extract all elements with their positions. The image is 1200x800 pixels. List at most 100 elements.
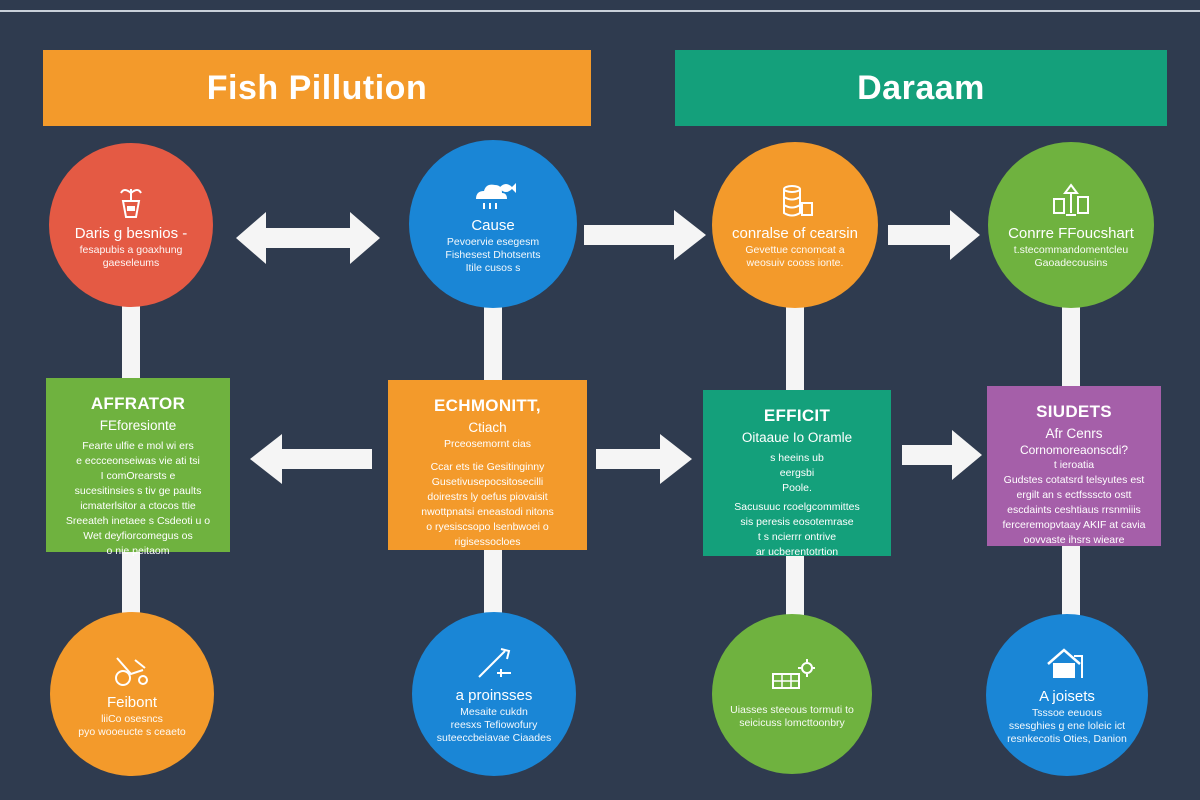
solar-panel-icon — [772, 659, 815, 689]
connector-line — [786, 305, 804, 390]
affrator-box: AFFRATOR FEforesionte Fearte ulfie e mol… — [46, 378, 230, 557]
siudets-box: SIUDETS Afr Cenrs Cornomoreaonscdi? t ie… — [987, 386, 1161, 546]
box-text: o nie peitaom — [106, 545, 170, 557]
circle-title: Daris ɡ besnios - — [74, 224, 188, 242]
solution-circle-4: A joisets Tsssoe eeuous ssesghies g ene … — [986, 614, 1148, 776]
circle-text: seicicuss lomcttoonbry — [739, 717, 845, 729]
box-text: ar ucberentotrtion — [755, 546, 839, 558]
connector-line — [1062, 305, 1080, 390]
circle-text: weosuiv cooss ionte. — [746, 256, 844, 269]
fishing-rod-icon — [478, 648, 511, 678]
box-text: ergilt an s ectfssscto ostt — [1016, 489, 1132, 501]
box-text: e eccceonseiwas vie ati tsi — [76, 455, 200, 467]
circle-text: Fishesest Dhotsents — [445, 249, 541, 261]
circle-text: resnkecotis Oties, Danion — [1007, 733, 1127, 745]
circle-text: liiCo osesncs — [101, 712, 163, 725]
box-text: Gudstes cotatsrd telsyutes est — [1003, 474, 1145, 486]
coin-stack-icon — [783, 184, 813, 216]
circle-text: Gevettue ccnomcat a — [745, 243, 845, 256]
box-text: o ryesiscsopo lsenbwoei o — [426, 521, 549, 533]
box-text: icmaterlsitor a ctocos ttie — [80, 500, 196, 512]
box-text: t s ncierrr ontrive — [757, 531, 837, 543]
circle-text: Itile cusos s — [465, 262, 521, 274]
connector-line — [484, 305, 502, 385]
box-text: rigisessocloes — [454, 536, 521, 548]
circle-text: t.stecommandomentcleu — [1013, 243, 1129, 256]
box-text: Wet deyfiorcomegus os — [83, 530, 193, 542]
header-right-title: Daraam — [675, 50, 1167, 126]
double-arrow — [236, 212, 380, 264]
box-text: s heeins ub — [770, 452, 824, 464]
box-text: Fearte ulfie e mol wi ers — [82, 440, 194, 452]
solution-circle-3: Uiasses steeous tormuti to seicicuss lom… — [712, 614, 872, 774]
solution-circle-2: a proinsses Mesaite cukdn reesxs Tefiowo… — [412, 612, 576, 776]
connector-line — [122, 305, 140, 385]
right-arrow — [596, 434, 692, 484]
header-left-title: Fish Pillution — [43, 50, 591, 126]
circle-text: Uiasses steeous tormuti to — [730, 704, 854, 716]
right-arrow — [584, 210, 706, 260]
tractor-icon — [115, 656, 148, 686]
left-arrow — [250, 434, 372, 484]
recycle-icon — [1053, 182, 1089, 216]
connector-line — [1062, 544, 1080, 616]
box-text: t ieroatia — [1053, 459, 1095, 471]
connector-line — [122, 548, 140, 618]
box-text: oovvaste ihsrs wieare — [1023, 534, 1125, 546]
top-divider — [0, 10, 1200, 12]
circle-text: suteeccbeiavae Ciaades — [436, 732, 552, 744]
cause-circle-1: Daris ɡ besnios - fesapubis a goaxhung g… — [49, 143, 213, 307]
right-arrow — [902, 430, 982, 480]
box-text: sucesitinsies s tiv ge paults — [74, 485, 202, 497]
circle-text: ssesghies g ene loleic ict — [1008, 720, 1126, 732]
box-text: nwottpnatsi eneastodi nitons — [421, 506, 554, 518]
circle-text: Gaoadecousins — [1034, 256, 1108, 269]
plant-pot-icon — [120, 188, 142, 218]
cause-circle-2: Cause Pevoervie esegesm Fishesest Dhotse… — [409, 140, 577, 308]
effect-circle-2: Conrre FFoucshart t.stecommandomentcleu … — [988, 142, 1154, 308]
circle-title: Cause — [471, 217, 515, 234]
box-text: Sacusuuc rcoelgcommittes — [734, 501, 860, 513]
box-subtitle: Oitaaue Io Oramle — [741, 430, 853, 445]
circle-text: gaeseleums — [102, 256, 160, 269]
box-title: AFFRATOR — [90, 394, 186, 413]
circle-text: pyo wooeucte s ceaeto — [78, 725, 186, 738]
effect-circle-1: conralse of cearsin Gevettue ccnomcat a … — [712, 142, 878, 308]
circle-text: Mesaite cukdn — [460, 706, 528, 718]
connector-line — [786, 556, 804, 620]
circle-text: reesxs Tefiowofury — [450, 719, 538, 731]
box-text: Cornomoreaonscdi? — [1019, 443, 1129, 457]
circle-title: A joisets — [1039, 688, 1095, 705]
solution-circle-1: Feibont liiCo osesncs pyo wooeucte s cea… — [50, 612, 214, 776]
circle-title: Conrre FFoucshart — [1008, 224, 1134, 242]
box-text: escdaints ceshtiaus rrsnmiiis — [1007, 504, 1141, 516]
connector-line — [484, 548, 502, 618]
box-text: I comOrearsts e — [100, 470, 176, 482]
box-title: ECHMONITT, — [434, 396, 541, 415]
circle-title: conralse of cearsin — [732, 224, 858, 242]
efficit-box: EFFICIT Oitaaue Io Oramle s heeins ub ee… — [703, 390, 891, 558]
box-title: SIUDETS — [1036, 402, 1112, 421]
cloud-fish-icon — [476, 183, 516, 209]
box-text: doirestrs ly oefus piovaisit — [427, 491, 548, 503]
box-text: Gusetivusepocsitosecilli — [431, 476, 544, 488]
box-subtitle: Ctiach — [468, 420, 507, 435]
circle-title: a proinsses — [455, 687, 533, 704]
circle-title: Feibont — [106, 693, 158, 711]
circle-text: fesapubis a goaxhung — [79, 243, 183, 256]
box-text: Poole. — [782, 482, 812, 494]
echmonitt-box: ECHMONITT, Ctiach Prceosemornt cias Ccar… — [388, 380, 587, 550]
box-subtitle: FEforesionte — [99, 418, 177, 433]
box-text: sis peresis eosotemrase — [740, 516, 854, 528]
circle-text: Tsssoe eeuous — [1031, 707, 1103, 719]
box-text: ferceremopvtaay AKIF at cavia — [1002, 519, 1146, 531]
box-text: Prceosemornt cias — [444, 438, 531, 450]
right-arrow — [888, 210, 980, 260]
box-text: Ccar ets tie Gesitinginny — [430, 461, 545, 473]
box-text: eergsbi — [779, 467, 815, 479]
box-text: Sreeateh inetaee s Csdeoti u o — [65, 515, 211, 527]
house-icon — [1047, 648, 1083, 678]
box-subtitle: Afr Cenrs — [1045, 426, 1103, 441]
circle-text: Pevoervie esegesm — [446, 236, 540, 248]
box-title: EFFICIT — [763, 406, 831, 425]
